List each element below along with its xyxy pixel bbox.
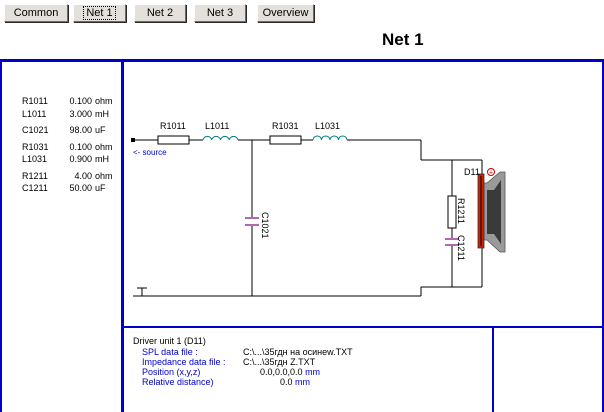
inductor-l1011: [202, 135, 239, 141]
tab-net-3-label: Net 3: [206, 7, 234, 19]
tab-net-3[interactable]: Net 3: [194, 4, 246, 22]
component-ref: C1021: [22, 125, 49, 135]
resistor-r1031: [269, 135, 302, 145]
distance-unit: mm: [295, 377, 311, 387]
tab-net-1[interactable]: Net 1: [73, 4, 126, 22]
component-value: 3.000: [69, 108, 92, 119]
component-value: 0.100: [69, 141, 92, 152]
capacitor-c1021: [245, 217, 259, 226]
component-ref: R1211: [22, 170, 48, 181]
label-c1021: C1021: [260, 212, 270, 239]
distance-number: 0.0: [280, 377, 293, 387]
component-value: 0.900: [69, 154, 92, 164]
top-divider: [0, 59, 604, 62]
distance-value[interactable]: 0.0 mm: [280, 377, 310, 387]
driver-heading: Driver unit 1 (D11): [133, 336, 206, 346]
spl-file-label: SPL data file :: [142, 347, 198, 357]
tab-net-2-label: Net 2: [146, 7, 174, 19]
component-unit: uF: [95, 125, 106, 135]
component-ref: R1031: [22, 141, 49, 152]
driver-label: D11: [464, 167, 480, 177]
tab-net-2[interactable]: Net 2: [134, 4, 186, 22]
impedance-file-label: Impedance data file :: [142, 357, 226, 367]
tab-net-1-label: Net 1: [83, 6, 116, 20]
distance-label: Relative distance): [142, 377, 214, 387]
component-ref: L1011: [22, 108, 47, 119]
tab-common-label: Common: [13, 7, 59, 19]
polarity-plus-icon: [487, 168, 495, 176]
component-ref: R1011: [22, 96, 48, 106]
tab-overview-label: Overview: [262, 7, 309, 19]
component-value: 0.100: [69, 96, 92, 106]
position-unit: mm: [305, 367, 321, 377]
spl-file-value[interactable]: C:\...\35гдн на осинew.TXT: [243, 347, 353, 357]
label-r1031: R1031: [272, 121, 299, 131]
component-ref: C1211: [22, 183, 48, 193]
component-unit: ohm: [95, 141, 113, 152]
tab-overview[interactable]: Overview: [257, 4, 314, 22]
component-ref: L1031: [22, 154, 48, 164]
component-value: 4.00: [74, 170, 92, 181]
speaker-d11-icon: [477, 171, 506, 253]
polarity-plus: +: [489, 170, 493, 177]
component-unit: uF: [95, 183, 106, 193]
tab-common[interactable]: Common: [4, 4, 68, 22]
driver-info-panel: Driver unit 1 (D11) SPL data file : C:\..…: [133, 336, 353, 387]
position-number: 0.0,0.0,0.0: [260, 367, 303, 377]
left-edge: [0, 59, 2, 412]
source-terminal: [131, 138, 135, 142]
position-value[interactable]: 0.0,0.0,0.0 mm: [260, 367, 320, 377]
label-r1211: R1211: [456, 198, 466, 224]
resistor-r1011: [157, 135, 190, 145]
label-r1011: R1011: [160, 121, 186, 131]
info-panel-divider: [492, 326, 494, 412]
left-panel-divider: [121, 59, 124, 412]
right-edge: [602, 59, 604, 412]
component-unit: mH: [95, 154, 109, 164]
crossover-schematic: + R1011 L1011 R1031 L1031 <- source D11 …: [131, 121, 506, 297]
label-l1011: L1011: [205, 121, 229, 131]
position-label: Position (x,y,z): [142, 367, 201, 377]
bottom-panel-divider: [121, 326, 604, 328]
component-unit: ohm: [95, 170, 113, 181]
label-c1211: C1211: [456, 235, 466, 261]
component-unit: mH: [95, 108, 109, 119]
resistor-r1211: [447, 195, 457, 229]
component-value: 50.00: [69, 183, 92, 193]
capacitor-c1211: [445, 238, 459, 246]
impedance-file-value[interactable]: C:\...\35гдн Z.TXT: [243, 357, 316, 367]
source-label: <- source: [133, 148, 167, 157]
component-unit: ohm: [95, 96, 113, 106]
label-l1031: L1031: [315, 121, 340, 131]
inductor-l1031: [312, 135, 348, 141]
component-value: 98.00: [69, 125, 92, 135]
page-title: Net 1: [382, 30, 424, 49]
